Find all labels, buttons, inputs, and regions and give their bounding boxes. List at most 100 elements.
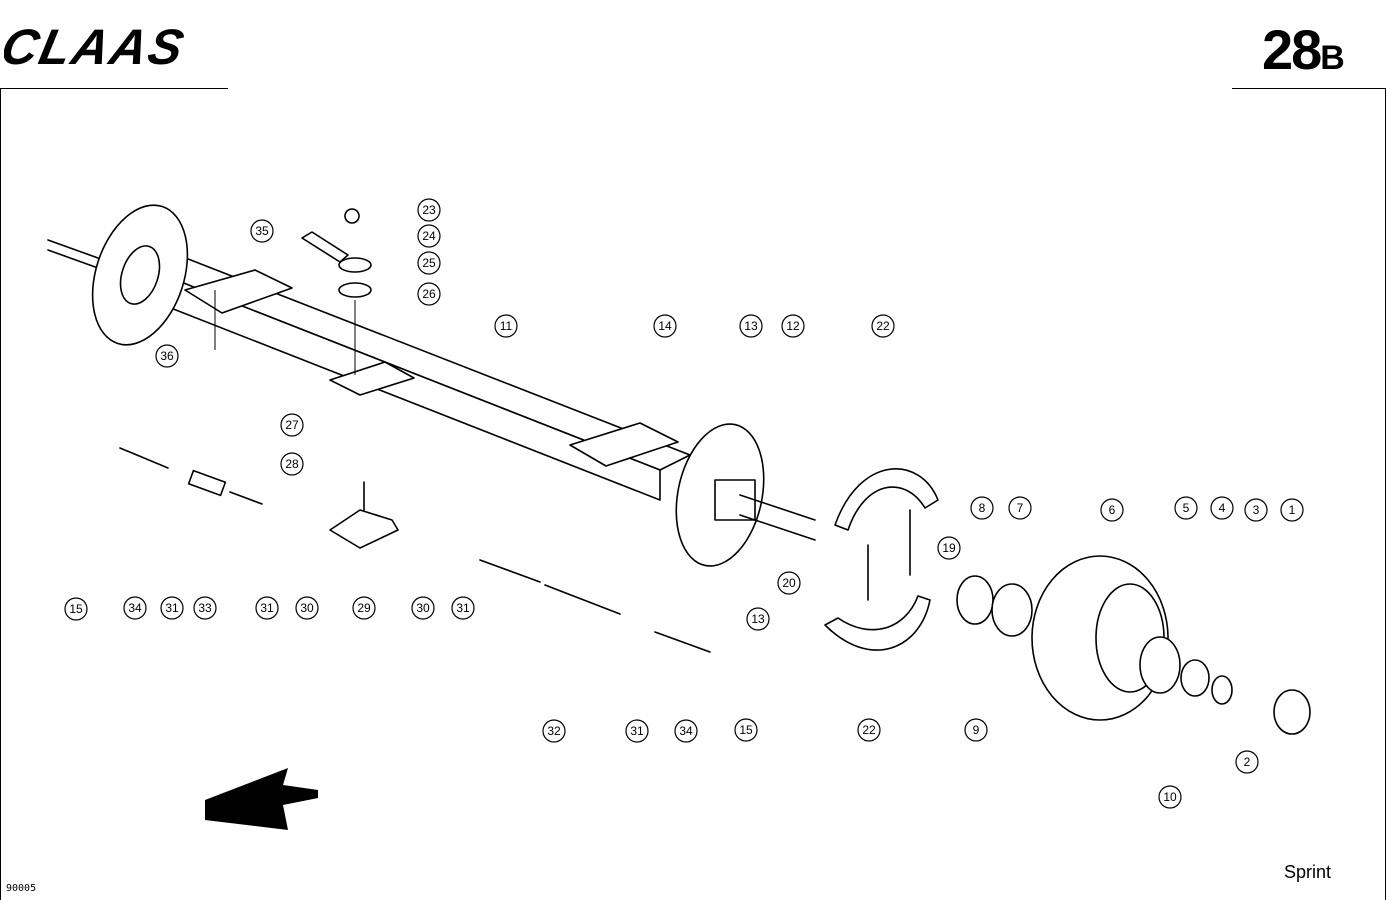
callout-label: 33 xyxy=(198,601,212,615)
callout-circle xyxy=(739,314,763,338)
callout-5: 5 xyxy=(1174,496,1198,520)
callout-label: 31 xyxy=(630,724,644,738)
callout-label: 9 xyxy=(973,723,980,737)
callout-31: 31 xyxy=(255,596,279,620)
axle-beam xyxy=(129,247,691,501)
callout-10: 10 xyxy=(1158,785,1182,809)
callout-4: 4 xyxy=(1210,496,1234,520)
callout-label: 23 xyxy=(422,203,436,217)
callout-circle xyxy=(734,718,758,742)
callout-3: 3 xyxy=(1244,498,1268,522)
callout-circle xyxy=(746,607,770,631)
callout-circle xyxy=(417,224,441,248)
callout-label: 12 xyxy=(786,319,800,333)
callout-circle xyxy=(451,596,475,620)
callout-11: 11 xyxy=(494,314,518,338)
bearings xyxy=(956,575,1311,735)
callout-circle xyxy=(295,596,319,620)
callout-7: 7 xyxy=(1008,496,1032,520)
callout-label: 11 xyxy=(500,319,513,333)
callout-circle xyxy=(970,496,994,520)
callout-14: 14 xyxy=(653,314,677,338)
callout-20: 20 xyxy=(777,571,801,595)
callout-label: 1 xyxy=(1289,503,1296,517)
callout-label: 22 xyxy=(862,723,876,737)
callout-circle xyxy=(937,536,961,560)
callout-15: 15 xyxy=(734,718,758,742)
callout-31: 31 xyxy=(160,596,184,620)
callout-19: 19 xyxy=(937,536,961,560)
callout-label: 14 xyxy=(658,319,672,333)
callout-circle xyxy=(280,452,304,476)
callout-label: 26 xyxy=(422,287,436,301)
callout-circle xyxy=(250,219,274,243)
callout-circle xyxy=(193,596,217,620)
callout-31: 31 xyxy=(451,596,475,620)
callout-circle xyxy=(160,596,184,620)
callout-31: 31 xyxy=(625,719,649,743)
drawing-code: 90005 xyxy=(6,883,37,894)
callout-22: 22 xyxy=(857,718,881,742)
callout-circle xyxy=(1210,496,1234,520)
header-rule-left xyxy=(0,88,228,89)
callout-label: 7 xyxy=(1017,501,1024,515)
callout-23: 23 xyxy=(417,198,441,222)
callout-circle xyxy=(674,719,698,743)
callout-circle xyxy=(1158,785,1182,809)
callout-2: 2 xyxy=(1235,750,1259,774)
callout-label: 10 xyxy=(1163,790,1177,804)
callout-circle xyxy=(417,282,441,306)
callout-33: 33 xyxy=(193,596,217,620)
callout-label: 35 xyxy=(255,224,269,238)
claas-logo-text: CLAAS xyxy=(4,20,190,72)
callout-label: 19 xyxy=(942,541,956,555)
callout-circle xyxy=(857,718,881,742)
callout-circle xyxy=(417,198,441,222)
callout-label: 31 xyxy=(165,601,179,615)
frame-left xyxy=(0,88,1,900)
callout-26: 26 xyxy=(417,282,441,306)
callout-9: 9 xyxy=(964,718,988,742)
brake-linkage xyxy=(119,447,711,653)
callout-circle xyxy=(1008,496,1032,520)
callout-circle xyxy=(280,413,304,437)
callout-8: 8 xyxy=(970,496,994,520)
callout-25: 25 xyxy=(417,251,441,275)
callout-circle xyxy=(1174,496,1198,520)
callout-label: 3 xyxy=(1253,503,1260,517)
callout-circle xyxy=(155,344,179,368)
callout-28: 28 xyxy=(280,452,304,476)
callout-circle xyxy=(494,314,518,338)
callout-label: 6 xyxy=(1109,503,1116,517)
lever-assembly xyxy=(301,208,372,375)
callout-label: 2 xyxy=(1244,755,1251,769)
callout-36: 36 xyxy=(155,344,179,368)
callout-circle xyxy=(1280,498,1304,522)
callout-label: 13 xyxy=(744,319,758,333)
callout-32: 32 xyxy=(542,719,566,743)
callout-label: 5 xyxy=(1183,501,1190,515)
callout-label: 25 xyxy=(422,256,436,270)
callout-label: 34 xyxy=(679,724,693,738)
callout-label: 29 xyxy=(357,601,371,615)
callout-label: 36 xyxy=(160,349,174,363)
callout-circle xyxy=(871,314,895,338)
callout-label: 4 xyxy=(1219,501,1226,515)
callout-circle xyxy=(123,596,147,620)
callout-circle xyxy=(352,596,376,620)
page-number: 28B xyxy=(1262,18,1345,81)
claas-logo: CLAAS xyxy=(4,20,190,72)
callout-22: 22 xyxy=(871,314,895,338)
callout-label: 15 xyxy=(69,602,83,616)
right-brake-plate xyxy=(675,423,816,567)
callout-label: 28 xyxy=(285,457,299,471)
callout-6: 6 xyxy=(1100,498,1124,522)
callout-circle xyxy=(781,314,805,338)
callout-13: 13 xyxy=(746,607,770,631)
callout-label: 27 xyxy=(285,418,299,432)
left-brake-plate xyxy=(47,204,189,346)
travel-direction-arrow xyxy=(205,768,318,830)
callout-29: 29 xyxy=(352,596,376,620)
callout-circle xyxy=(1244,498,1268,522)
